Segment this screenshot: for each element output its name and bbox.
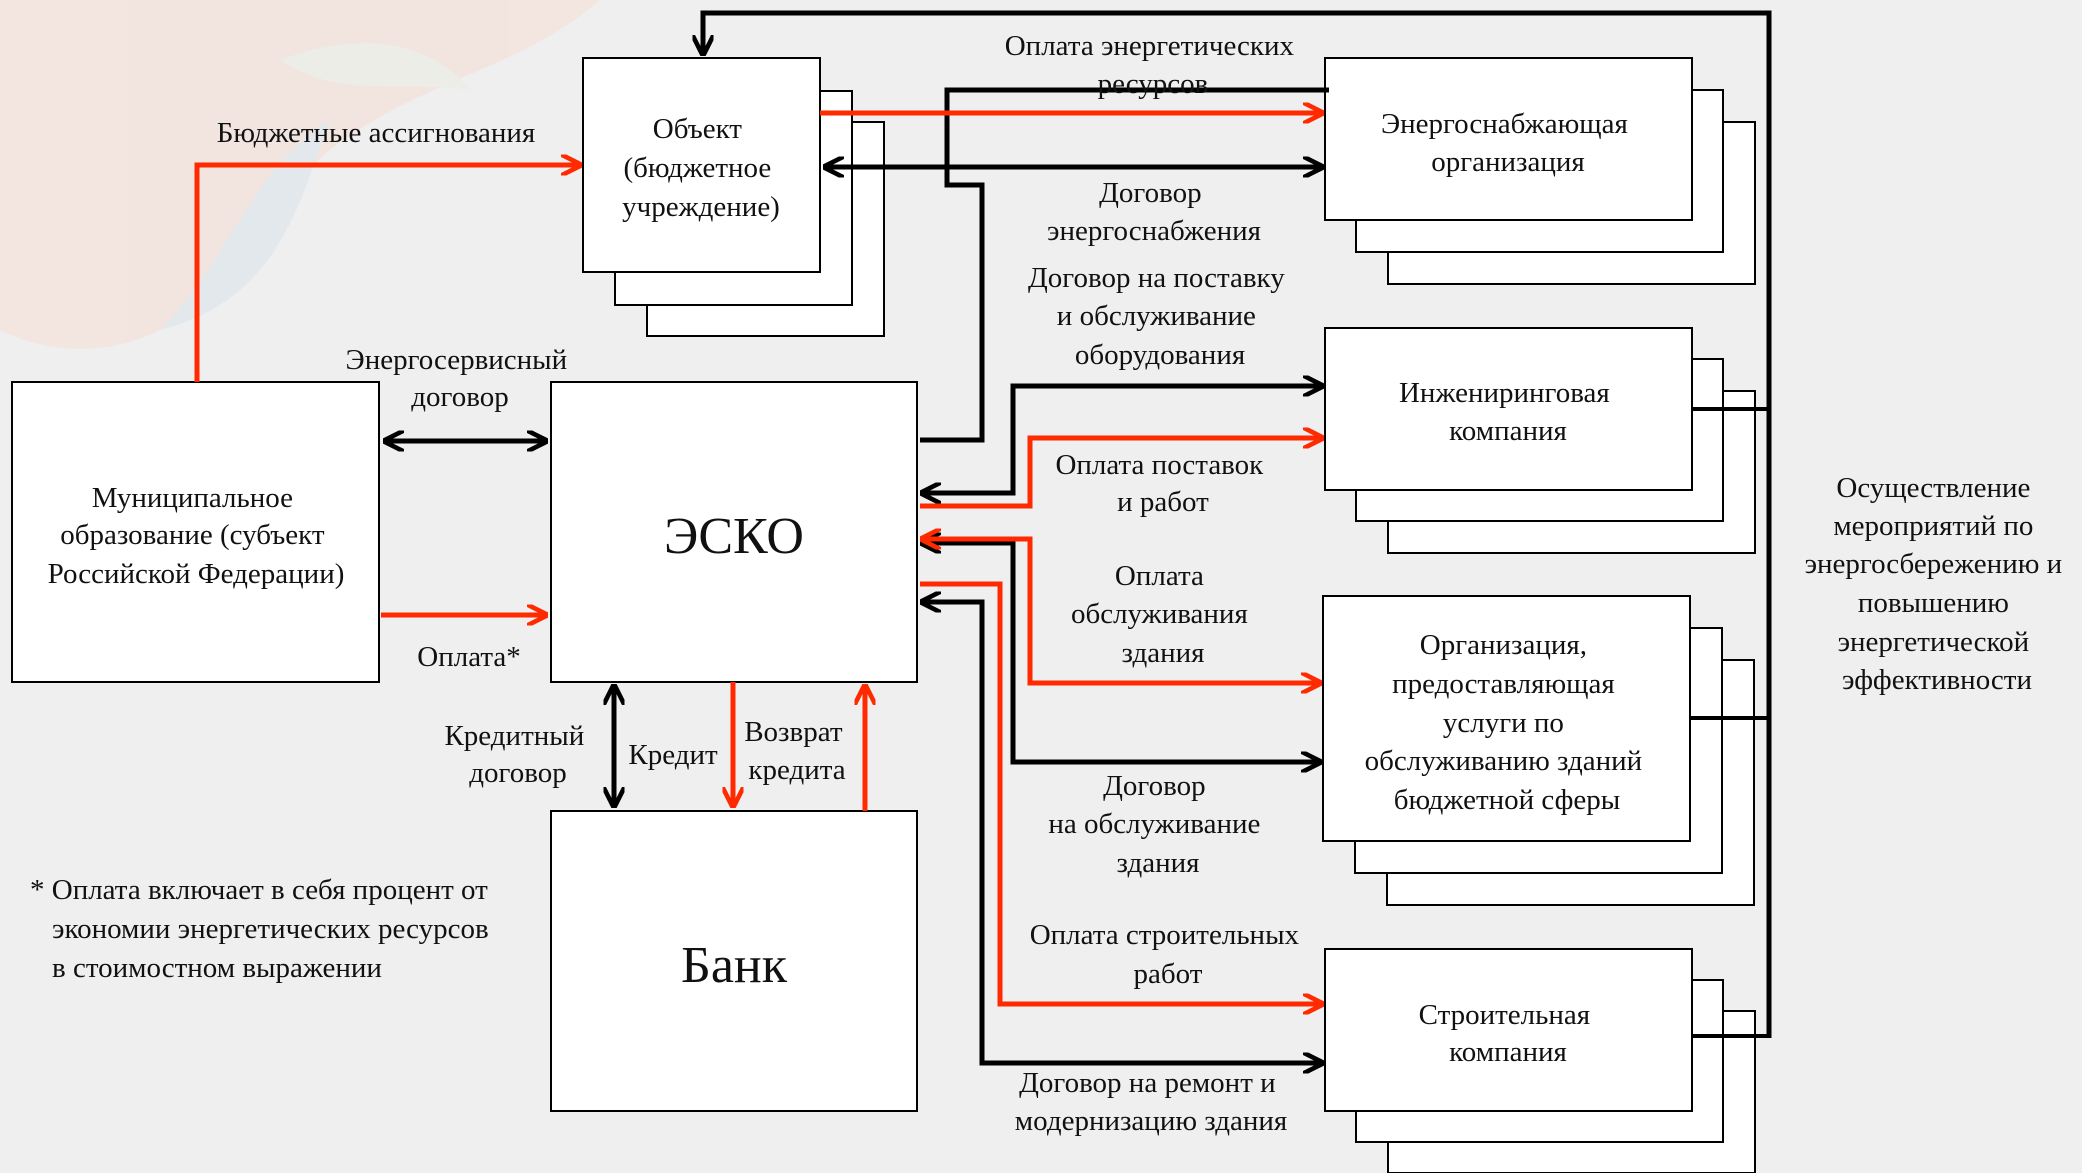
credit-return-label: Возврат кредита [744, 716, 850, 786]
repair-contract-arrow [922, 602, 1322, 1063]
energy-supply-box-stack: Энергоснабжающая организация [1324, 57, 1756, 285]
construction-box-text: Строительная компания [1419, 999, 1598, 1068]
esco-box-text: ЭСКО [664, 508, 804, 565]
municipal-box-text: Муниципальное образование (субъект Росси… [48, 482, 345, 590]
construction-box-stack: Строительная компания [1324, 948, 1756, 1173]
equipment-contract-label: Договор на поставку и обслуживание обору… [1028, 262, 1292, 371]
building-service-box-text: Организация, предоставляющая услуги по о… [1365, 629, 1650, 816]
energy-payment-label: Оплата энергетических ресурсов [1005, 30, 1302, 100]
municipal-box: Муниципальное образование (субъект Росси… [11, 381, 380, 683]
bank-box: Банк [550, 810, 918, 1112]
background-decoration [0, 0, 600, 349]
energy-contract-label: Договор энергоснабжения [1047, 177, 1261, 247]
labels: Бюджетные ассигнования Энергосервисный д… [30, 30, 2070, 1137]
object-box [582, 57, 821, 273]
esco-box: ЭСКО [550, 381, 918, 683]
credit-label: Кредит [628, 739, 718, 771]
building-service-box [1322, 595, 1691, 842]
construction-payment-arrow [920, 581, 1322, 1004]
equipment-contract-arrow [922, 386, 1322, 493]
measures-label: Осуществление мероприятий по энергосбере… [1805, 472, 2070, 696]
engineering-box-text: Инжениринговая компания [1399, 377, 1617, 447]
building-service-payment-label: Оплата обслуживания здания [1071, 560, 1255, 669]
repair-contract-label: Договор на ремонт и модернизацию здания [1015, 1067, 1287, 1137]
credit-contract-label: Кредитный договор [444, 720, 591, 789]
building-service-contract-label: Договор на обслуживание здания [1048, 770, 1267, 879]
connectors [194, 10, 1772, 1063]
bank-box-text: Банк [681, 937, 788, 994]
budget-allocation-arrow [194, 165, 580, 382]
object-box-stack: Объект (бюджетное учреждение) [582, 57, 885, 337]
building-service-box-stack: Организация, предоставляющая услуги по о… [1322, 595, 1755, 906]
object-box-text: Объект (бюджетное учреждение) [622, 113, 780, 223]
energy-supply-box-text: Энергоснабжающая организация [1381, 108, 1635, 178]
energy-service-contract-label: Энергосервисный договор [346, 344, 575, 413]
supply-payment-label: Оплата поставок и работ [1055, 449, 1270, 518]
footnote: * Оплата включает в себя процент от экон… [30, 874, 496, 984]
supply-payment-arrow [920, 438, 1322, 509]
payment-label: Оплата* [417, 641, 520, 673]
construction-box [1324, 948, 1693, 1112]
budget-allocations-label: Бюджетные ассигнования [217, 117, 536, 149]
feedback-loop-line [703, 10, 1772, 1038]
construction-payment-label: Оплата строительных работ [1030, 919, 1307, 990]
energy-supply-box [1324, 57, 1693, 221]
engineering-box [1324, 327, 1693, 491]
engineering-box-stack: Инжениринговая компания [1324, 327, 1756, 554]
